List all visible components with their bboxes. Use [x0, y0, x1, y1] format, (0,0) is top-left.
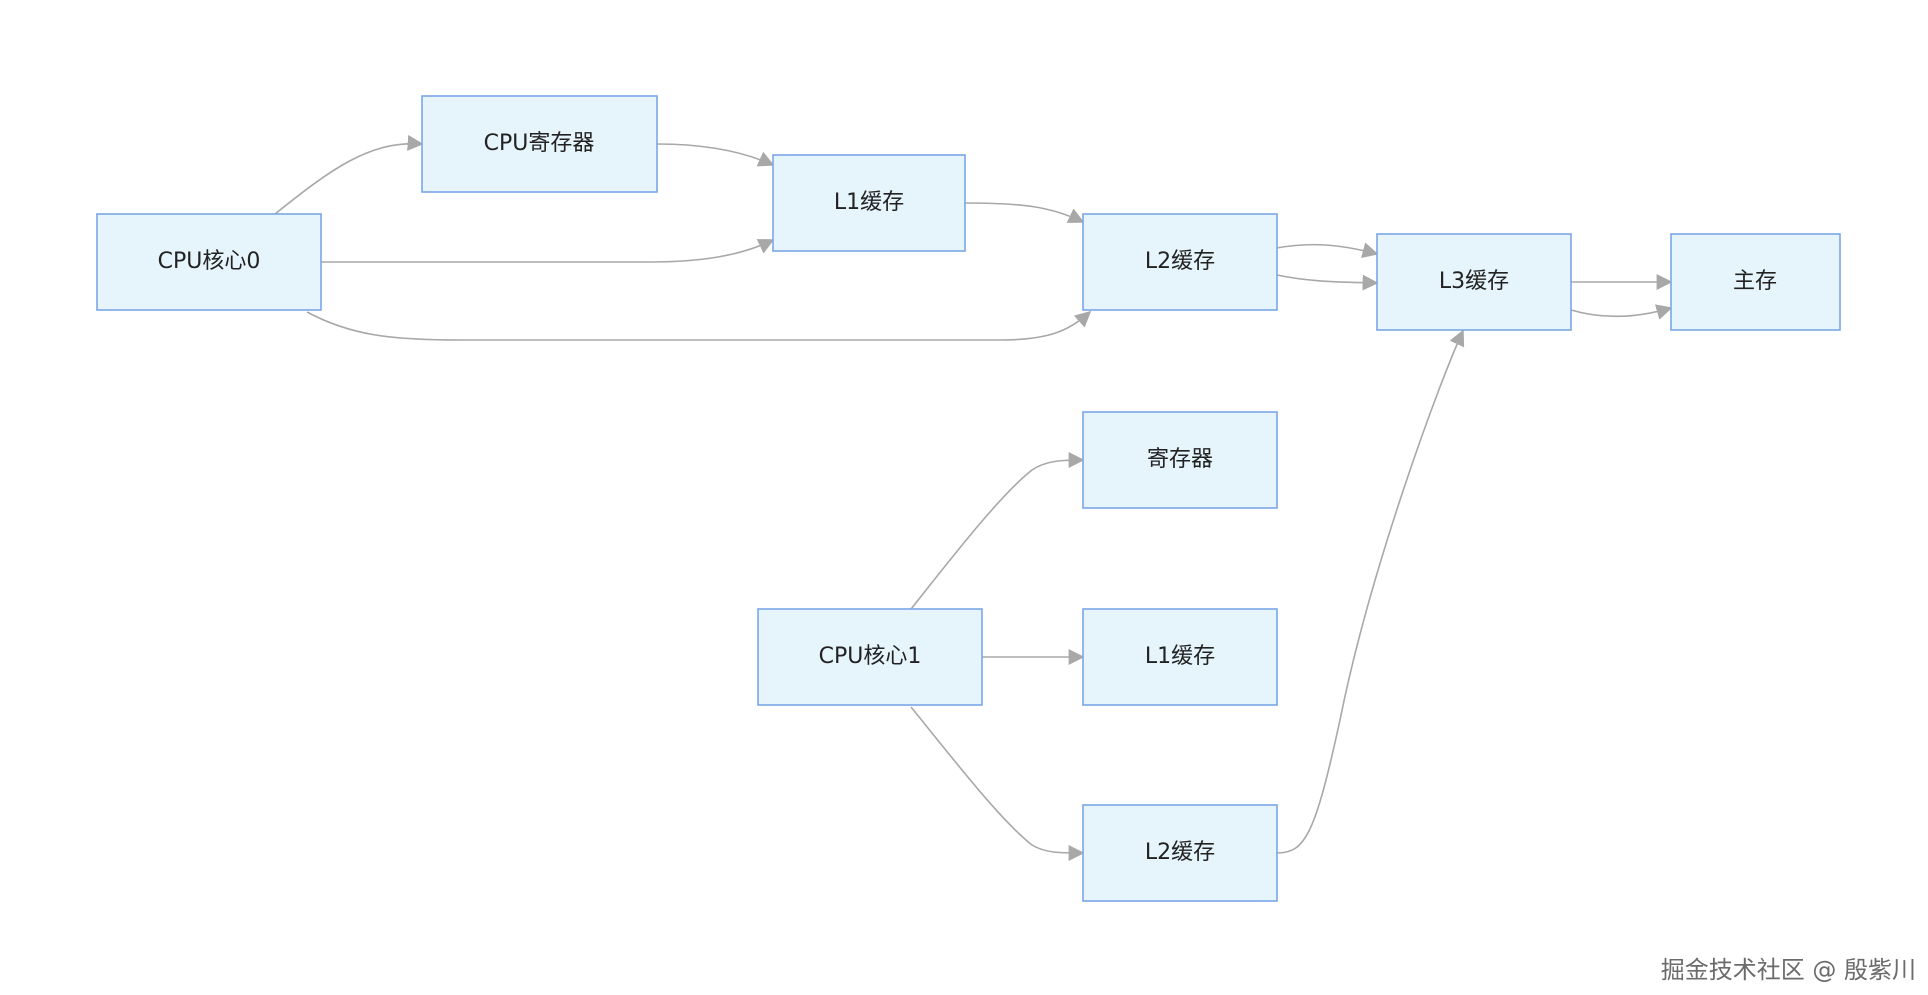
node-cpu-register: CPU寄存器: [421, 95, 658, 193]
edge-core1-to-register: [910, 452, 1085, 610]
edge-cpu-register-to-l1: [656, 143, 775, 167]
node-label: 主存: [1733, 269, 1777, 294]
node-l2-cache-core0: L2缓存: [1082, 213, 1278, 311]
node-label: CPU核心0: [158, 249, 261, 274]
node-label: CPU核心1: [819, 644, 922, 669]
node-l3-cache: L3缓存: [1376, 233, 1572, 331]
edge-l3-to-main-memory-lower: [1570, 304, 1673, 320]
node-label: L1缓存: [1145, 644, 1215, 669]
nodes-group: CPU核心0 CPU寄存器 L1缓存 L2缓存 L3缓存 主存 寄存器 CPU: [96, 95, 1841, 902]
edge-l2-to-l3-upper: [1276, 242, 1379, 258]
edge-core0-to-l2: [306, 310, 1092, 341]
edge-core0-to-cpu-register: [274, 134, 424, 215]
edge-l2-to-l3-lower: [1276, 274, 1379, 291]
node-l1-cache-core0: L1缓存: [772, 154, 966, 252]
node-label: L3缓存: [1439, 269, 1509, 294]
node-cpu-core-1: CPU核心1: [757, 608, 983, 706]
edge-core1-to-l2: [910, 706, 1085, 861]
node-register-core1: 寄存器: [1082, 411, 1278, 509]
node-cpu-core-0: CPU核心0: [96, 213, 322, 311]
edges-group: [274, 134, 1673, 861]
node-main-memory: 主存: [1670, 233, 1841, 331]
node-label: 寄存器: [1147, 447, 1213, 472]
edge-l1-to-l2: [964, 202, 1085, 223]
node-l2-cache-core1: L2缓存: [1082, 804, 1278, 902]
node-label: CPU寄存器: [484, 131, 595, 156]
watermark-text: 掘金技术社区 @ 殷紫川: [1660, 956, 1916, 984]
edge-l2b-to-l3: [1276, 329, 1465, 854]
edge-core0-to-l1: [320, 239, 775, 263]
node-label: L1缓存: [834, 190, 904, 215]
node-label: L2缓存: [1145, 249, 1215, 274]
node-label: L2缓存: [1145, 840, 1215, 865]
node-l1-cache-core1: L1缓存: [1082, 608, 1278, 706]
